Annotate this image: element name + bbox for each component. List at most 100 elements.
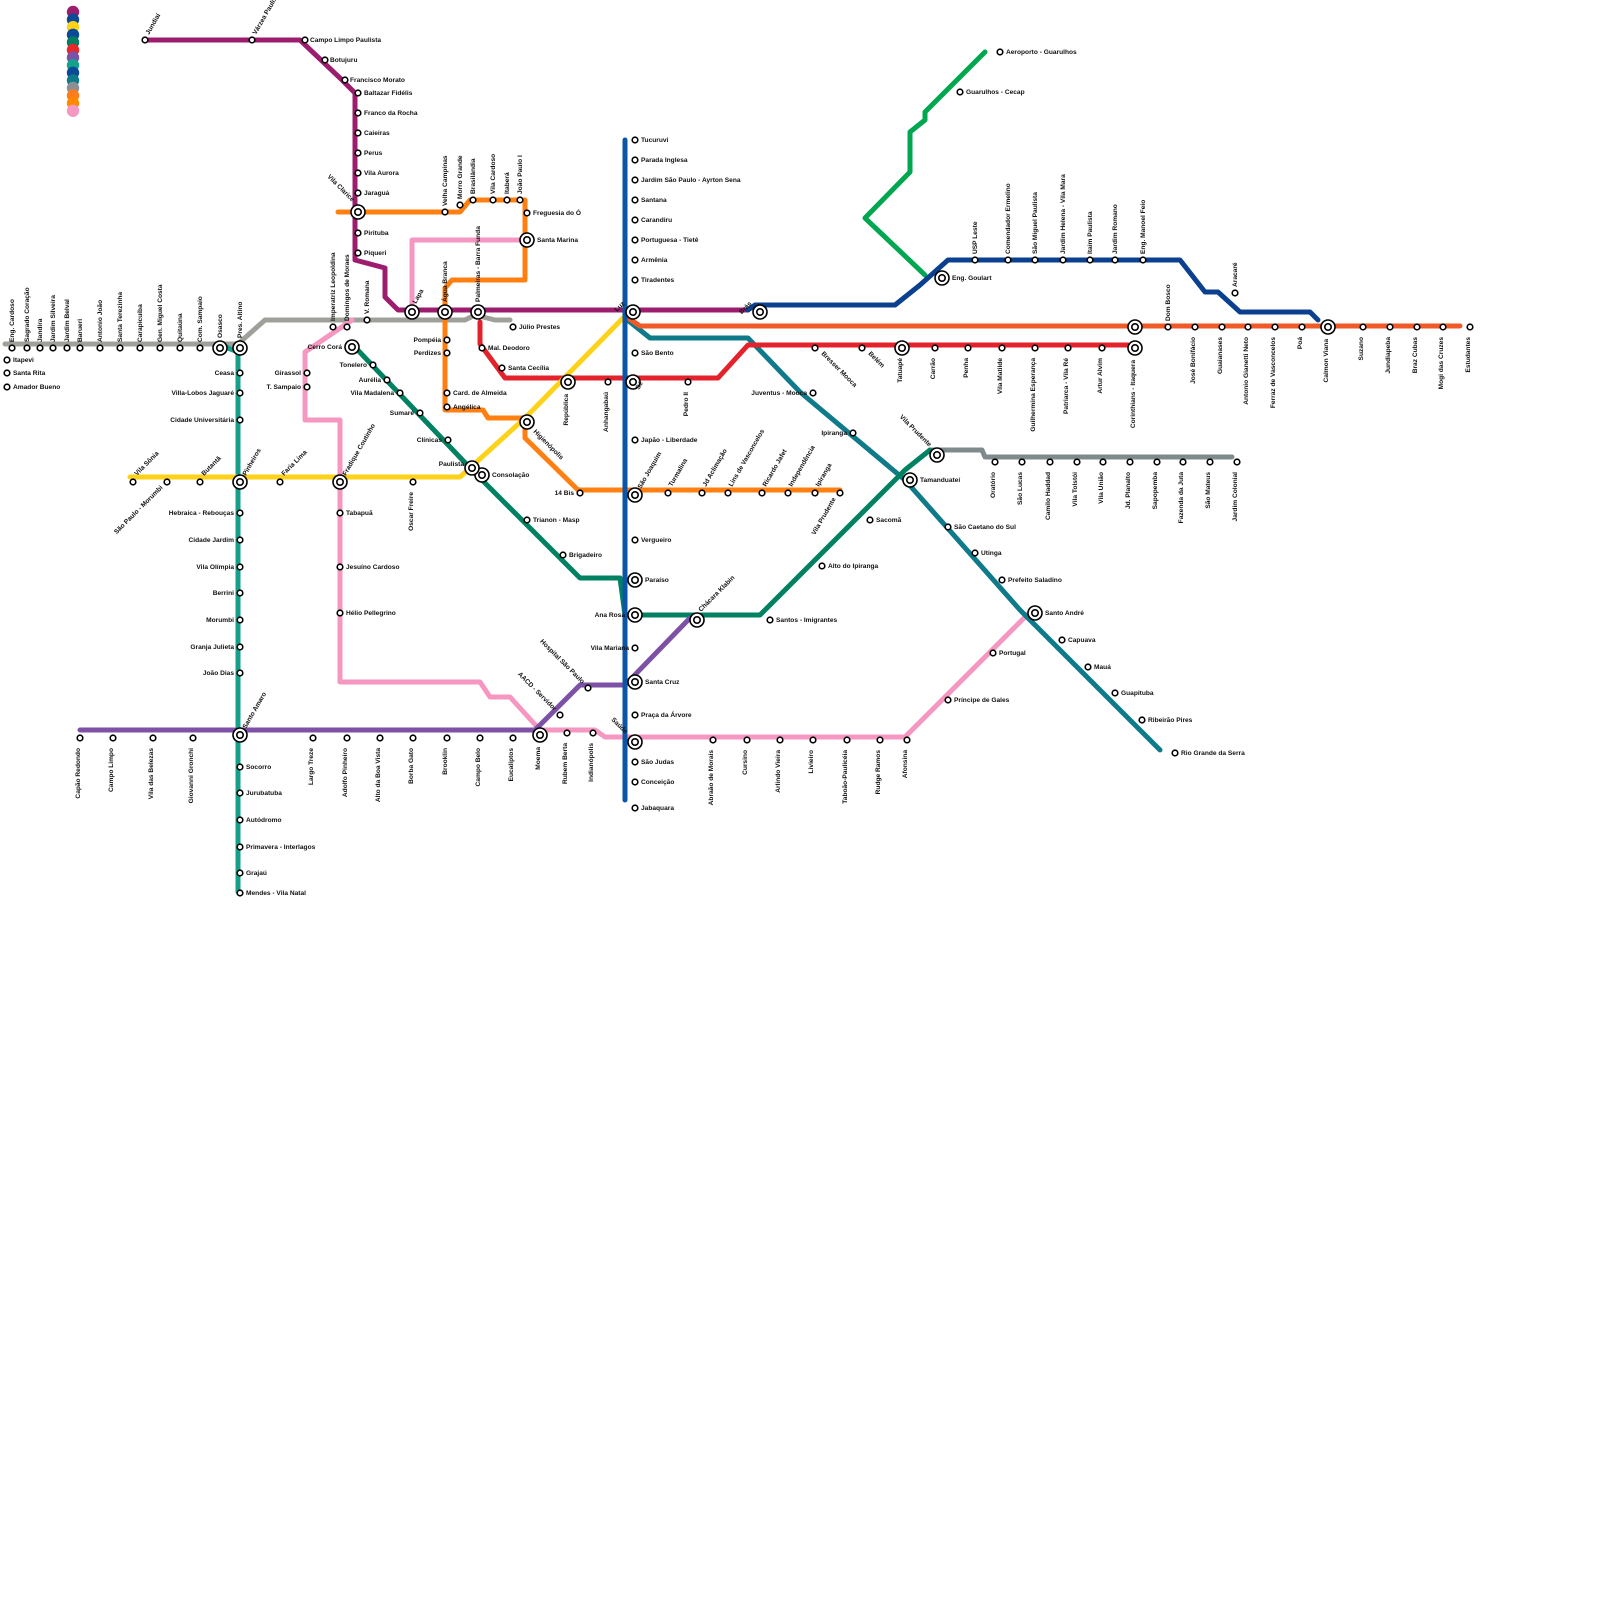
station-vila-matilde[interactable] [999, 345, 1005, 351]
station-higienopolis[interactable] [520, 415, 534, 429]
station-caieiras[interactable] [355, 130, 361, 136]
station-indianopolis[interactable] [590, 730, 596, 736]
station-paulista[interactable] [465, 461, 479, 475]
station-vila-uniao[interactable] [1100, 459, 1106, 465]
station-itabera[interactable] [504, 197, 510, 203]
station-ribeirao-pires[interactable] [1139, 717, 1145, 723]
station-cursino[interactable] [744, 737, 750, 743]
station-eng-goulart[interactable] [935, 271, 949, 285]
station-vila-prudente[interactable] [930, 448, 944, 462]
station-berrini[interactable] [237, 590, 243, 596]
station-mendes-vila-natal[interactable] [237, 890, 243, 896]
station-jardim-romano[interactable] [1112, 257, 1118, 263]
station-fazenda-da-juta[interactable] [1180, 459, 1186, 465]
station-santa-cruz[interactable] [628, 675, 642, 689]
station-morumbi[interactable] [237, 617, 243, 623]
station-vila-olimpia[interactable] [237, 564, 243, 570]
station-vila-sonia[interactable] [130, 479, 136, 485]
station-aacd-servidor[interactable] [557, 712, 563, 718]
station-carapicuiba[interactable] [137, 345, 143, 351]
station-capao-redondo[interactable] [77, 735, 83, 741]
station-vila-das-belezas[interactable] [150, 735, 156, 741]
station-rio-grande-da-serra[interactable] [1172, 750, 1178, 756]
station-sagrado-coracao[interactable] [24, 345, 30, 351]
line-jade[interactable] [865, 52, 985, 275]
station-velha-campinas[interactable] [442, 209, 448, 215]
station-eng-cardoso[interactable] [9, 345, 15, 351]
station-itaim-paulista[interactable] [1087, 257, 1093, 263]
station-hospital-sao-paulo[interactable] [585, 685, 591, 691]
station-chacara-klabin[interactable] [690, 613, 704, 627]
station-pinheiros[interactable] [233, 475, 247, 489]
station-independencia[interactable] [785, 490, 791, 496]
station-penha[interactable] [965, 345, 971, 351]
station-agua-branca[interactable] [438, 305, 452, 319]
station-rubem-berta[interactable] [564, 730, 570, 736]
station-butanta[interactable] [197, 479, 203, 485]
station-prefeito-saladino[interactable] [999, 577, 1005, 583]
station-alto-do-ipiranga[interactable] [819, 563, 825, 569]
station-brigadeiro[interactable] [560, 552, 566, 558]
station-jundiai[interactable] [142, 37, 148, 43]
station-vila-aurora[interactable] [355, 170, 361, 176]
station-girassol[interactable] [304, 370, 310, 376]
station-14-bis[interactable] [577, 490, 583, 496]
station-vila-clarice[interactable] [351, 205, 365, 219]
station-largo-treze[interactable] [310, 735, 316, 741]
station-faria-lima[interactable] [277, 479, 283, 485]
station-freguesia-do-o[interactable] [524, 210, 530, 216]
station-sao-bento[interactable] [632, 350, 638, 356]
station-trianon-masp[interactable] [524, 517, 530, 523]
station-comendador-ermelino[interactable] [1005, 257, 1011, 263]
station-jardim-helena-vila-mara[interactable] [1060, 257, 1066, 263]
station-tucuruvi[interactable] [632, 137, 638, 143]
station-rudge-ramos[interactable] [877, 737, 883, 743]
station-conceicao[interactable] [632, 779, 638, 785]
station-mogi-das-cruzes[interactable] [1440, 324, 1446, 330]
station-aurelia[interactable] [384, 377, 390, 383]
station-republica[interactable] [561, 375, 575, 389]
station-itaquaquecetuba[interactable] [1128, 320, 1142, 334]
station-afonsina[interactable] [904, 737, 910, 743]
station-jabaquara[interactable] [632, 805, 638, 811]
station-santana[interactable] [632, 197, 638, 203]
station-jundiapeba[interactable] [1387, 324, 1393, 330]
station-ipiranga[interactable] [850, 430, 856, 436]
station-ceasa[interactable] [237, 370, 243, 376]
station-brasilandia[interactable] [470, 197, 476, 203]
station-joao-dias[interactable] [237, 670, 243, 676]
station-santos-imigrantes[interactable] [767, 617, 773, 623]
station-braz-cubas[interactable] [1414, 324, 1420, 330]
station-carrao[interactable] [932, 345, 938, 351]
station-domingos-de-moraes[interactable] [344, 324, 350, 330]
station-praca-da-arvore[interactable] [632, 712, 638, 718]
station-saude[interactable] [628, 735, 642, 749]
station-villa-lobos-jaguare[interactable] [237, 390, 243, 396]
station-barueri[interactable] [77, 345, 83, 351]
station-sacoma[interactable] [867, 517, 873, 523]
station-jesuino-cardoso[interactable] [337, 564, 343, 570]
station-franco-da-rocha[interactable] [355, 110, 361, 116]
station-livieiro[interactable] [810, 737, 816, 743]
station-juventus-mooca[interactable] [810, 390, 816, 396]
station-armenia[interactable] [632, 257, 638, 263]
station-varzea-paulista[interactable] [249, 37, 255, 43]
station-morro-grande[interactable] [457, 202, 463, 208]
station-grajau[interactable] [237, 870, 243, 876]
station-aracare[interactable] [1232, 290, 1238, 296]
station-eng-manoel-feio[interactable] [1140, 257, 1146, 263]
station-bras[interactable] [753, 305, 767, 319]
station-card-de-almeida[interactable] [444, 390, 450, 396]
station-piqueri[interactable] [355, 250, 361, 256]
station-taboao-pauliceia[interactable] [844, 737, 850, 743]
station-portugal[interactable] [990, 650, 996, 656]
station-utinga[interactable] [972, 550, 978, 556]
station-ricardo-jafet[interactable] [759, 490, 765, 496]
station-poa[interactable] [1299, 324, 1305, 330]
station-itapevi[interactable] [4, 357, 10, 363]
station-jardim-silveira[interactable] [50, 345, 56, 351]
station-cidade-universitaria[interactable] [237, 417, 243, 423]
station-capuava[interactable] [1059, 637, 1065, 643]
station-sapopemba[interactable] [1154, 459, 1160, 465]
station-oscar-freire[interactable] [410, 479, 416, 485]
